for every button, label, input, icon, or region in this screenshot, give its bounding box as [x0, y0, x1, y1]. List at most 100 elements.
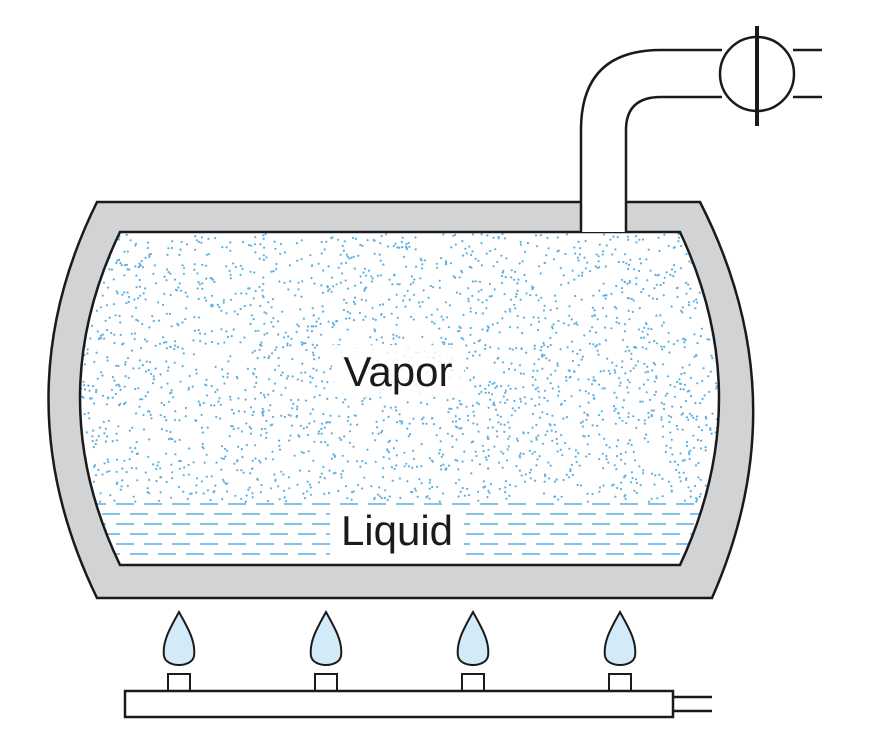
vapor-dot — [630, 297, 633, 300]
vapor-dot — [454, 482, 457, 485]
vapor-dot — [617, 260, 621, 263]
vapor-dot — [135, 412, 138, 415]
vapor-dot — [331, 321, 335, 325]
vapor-dot — [693, 333, 696, 336]
vapor-dot — [579, 484, 583, 487]
vapor-dot — [470, 472, 473, 475]
vapor-dot — [192, 353, 195, 356]
vapor-dot — [680, 309, 683, 312]
vapor-dot — [547, 461, 550, 464]
vapor-dot — [139, 294, 142, 297]
vapor-dot — [489, 249, 492, 253]
vapor-dot — [635, 241, 638, 244]
vapor-dot — [637, 360, 640, 363]
vapor-dot — [571, 473, 575, 477]
vapor-dot — [692, 300, 696, 303]
vapor-dot — [699, 493, 702, 496]
vapor-dot — [626, 297, 630, 300]
vapor-dot — [611, 253, 614, 256]
vapor-dot — [101, 394, 105, 397]
vapor-dot — [108, 316, 111, 319]
vapor-dot — [226, 376, 229, 379]
vapor-dot — [396, 283, 399, 286]
vapor-dot — [263, 322, 266, 325]
vapor-dot — [192, 461, 195, 464]
vapor-dot — [438, 500, 441, 503]
vapor-dot — [626, 282, 629, 285]
vapor-dot — [362, 318, 365, 321]
vapor-dot — [184, 318, 187, 321]
vapor-dot — [742, 295, 744, 297]
vapor-dot — [602, 369, 605, 372]
vapor-dot — [322, 466, 325, 469]
vapor-dot — [65, 250, 67, 252]
vapor-dot — [162, 303, 165, 306]
vapor-dot — [222, 480, 226, 483]
vapor-dot — [186, 295, 189, 298]
vapor-dot — [567, 324, 570, 327]
vapor-dot — [616, 486, 619, 490]
vapor-dot — [645, 347, 648, 350]
vapor-dot — [262, 414, 265, 417]
vapor-dot — [487, 426, 490, 429]
vapor-dot — [504, 401, 507, 404]
vapor-dot — [469, 307, 472, 310]
vapor-dot — [382, 456, 385, 459]
vapor-dot — [366, 448, 369, 451]
vapor-dot — [458, 276, 461, 279]
vapor-dot — [756, 292, 758, 294]
vapor-dot — [178, 419, 181, 422]
vapor-dot — [119, 321, 122, 324]
vapor-dot — [221, 246, 224, 249]
vapor-dot — [123, 459, 126, 462]
vapor-dot — [193, 268, 196, 271]
vapor-dot — [273, 473, 276, 476]
vapor-dot — [328, 421, 331, 424]
vapor-dot — [322, 310, 325, 313]
vapor-dot — [381, 341, 385, 344]
vapor-dot — [260, 483, 263, 487]
vapor-dot — [156, 464, 159, 467]
vapor-dot — [394, 343, 397, 346]
vapor-dot — [350, 256, 353, 259]
vapor-dot — [505, 459, 509, 462]
burner-row — [162, 609, 637, 692]
vapor-dot — [628, 349, 631, 352]
vapor-dot — [337, 266, 340, 269]
vapor-dot — [112, 278, 115, 281]
vapor-dot — [382, 419, 385, 422]
vapor-dot — [533, 450, 536, 453]
vapor-dot — [696, 438, 700, 441]
vapor-dot — [367, 269, 371, 272]
vapor-dot — [359, 465, 362, 468]
vapor-dot — [223, 382, 226, 385]
vapor-dot — [602, 484, 605, 487]
vapor-dot — [596, 318, 599, 321]
vapor-dot — [506, 448, 509, 451]
vapor-dot — [463, 494, 466, 497]
vapor-dot — [675, 424, 678, 428]
vapor-dot — [631, 310, 634, 313]
vapor-dot — [461, 486, 464, 490]
vapor-dot — [700, 327, 704, 330]
vapor-dot — [564, 252, 567, 256]
vapor-dot — [420, 443, 423, 446]
vapor-dot — [477, 259, 480, 262]
vapor-dot — [414, 236, 417, 239]
vapor-dot — [482, 450, 485, 453]
vapor-dot — [195, 484, 198, 487]
vapor-dot — [267, 301, 270, 304]
vapor-dot — [291, 407, 294, 410]
vapor-dot — [571, 359, 575, 363]
vapor-dot — [681, 459, 685, 462]
vapor-dot — [422, 289, 425, 292]
vapor-dot — [476, 490, 480, 493]
vapor-dot — [678, 382, 682, 385]
vapor-dot — [553, 480, 557, 483]
vapor-dot — [660, 416, 663, 419]
vapor-dot — [454, 276, 457, 279]
vapor-dot — [261, 289, 264, 292]
vapor-dot — [134, 265, 137, 268]
vapor-dot — [552, 323, 555, 326]
vapor-dot — [263, 311, 266, 314]
